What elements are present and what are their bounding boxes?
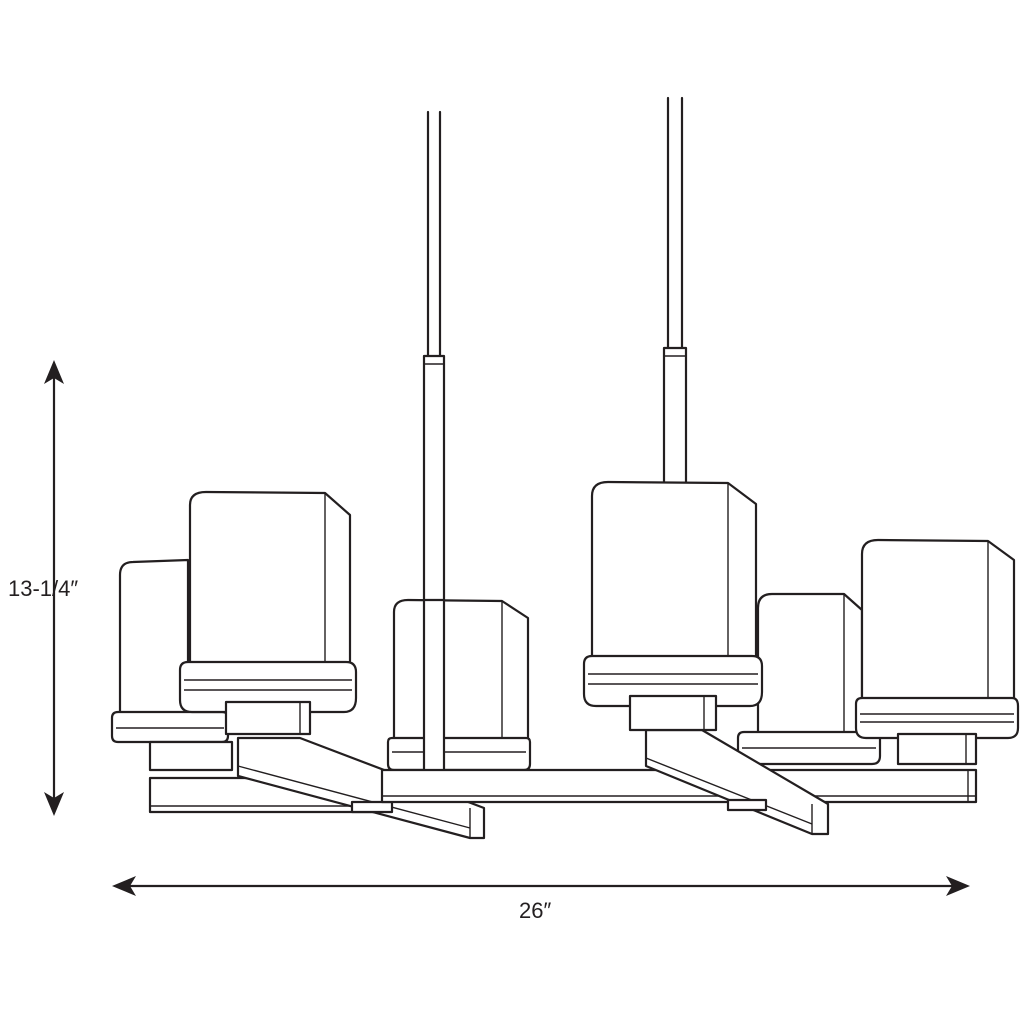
arm-front-left bbox=[236, 736, 486, 840]
shade-back-right bbox=[736, 592, 882, 766]
width-dimension-label: 26″ bbox=[519, 898, 552, 923]
downrod-right bbox=[662, 96, 688, 486]
arm-bar-center bbox=[380, 768, 978, 804]
shade-center-front-right bbox=[582, 480, 764, 732]
shade-back-left bbox=[110, 558, 234, 772]
shade-front-left bbox=[178, 490, 358, 736]
width-dimension-arrow bbox=[112, 876, 970, 896]
shade-center-back bbox=[386, 598, 532, 774]
shade-far-right bbox=[854, 538, 1020, 766]
height-dimension-arrow bbox=[44, 360, 64, 816]
arm-front-right bbox=[644, 728, 830, 836]
height-dimension-label: 13-1/4″ bbox=[8, 576, 79, 601]
